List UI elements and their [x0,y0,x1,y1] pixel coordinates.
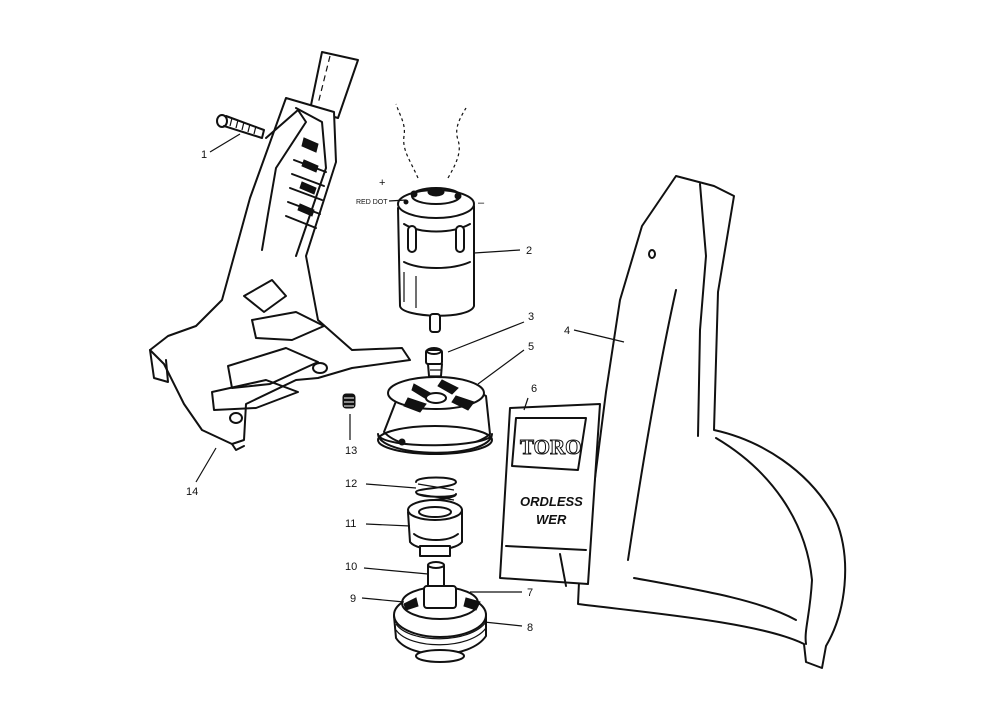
shaft-post [427,561,445,589]
leader-lines [195,133,625,627]
part-number-8: 8 [527,622,533,634]
spool-assembly [393,585,487,663]
red-dot-label: RED DOT [356,199,388,206]
part-number-labels: 1 2 3 4 5 6 7 8 9 10 11 12 13 14 [186,149,570,634]
minus-terminal-label: – [478,197,485,209]
spool-hub [407,499,463,557]
part-number-3: 3 [528,311,534,323]
part-number-10: 10 [345,561,357,573]
small-spring [342,393,356,409]
right-housing-half [577,175,847,669]
part-number-1: 1 [201,149,207,161]
part-number-2: 2 [526,245,532,257]
decal-brand: TORO [520,435,581,459]
part-number-5: 5 [528,341,534,353]
motor: + – RED DOT [356,103,485,333]
part-number-6: 6 [531,383,537,395]
left-housing-half [149,51,411,451]
part-number-14: 14 [186,486,198,498]
part-number-4: 4 [564,325,570,337]
screw [216,114,265,139]
part-number-12: 12 [345,478,357,490]
decal-slogan-line2: WER [536,512,567,527]
part-number-13: 13 [345,445,357,457]
part-number-9: 9 [350,593,356,605]
decal-slogan-line1: ORDLESS [520,494,583,509]
decal: TORO ORDLESS WER [499,403,601,587]
housing-ribs [285,137,327,229]
part-number-7: 7 [527,587,533,599]
part-number-11: 11 [345,518,356,530]
fan-cup [377,376,493,455]
plus-terminal-label: + [379,177,385,189]
